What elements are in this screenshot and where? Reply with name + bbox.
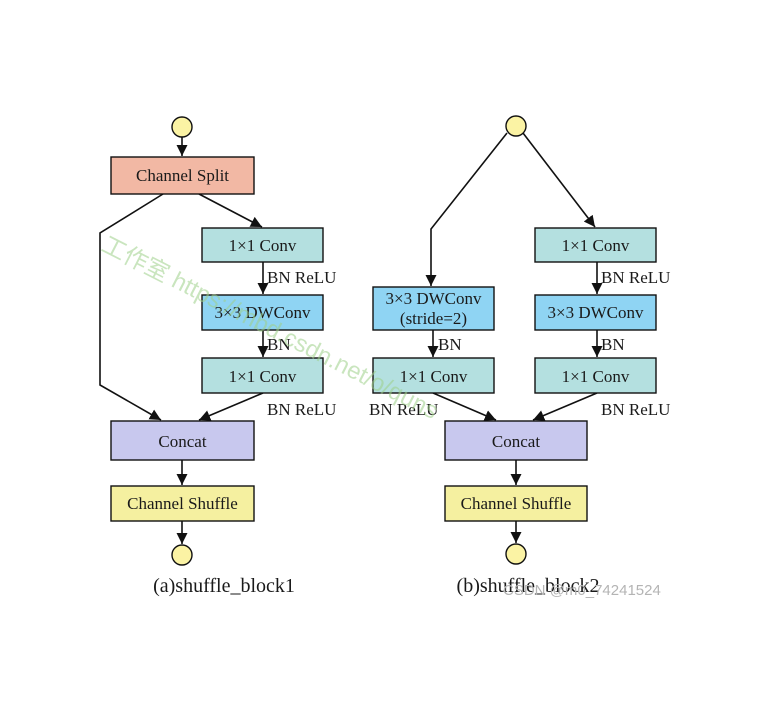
left-input-node xyxy=(171,116,193,138)
right-output-node xyxy=(505,543,527,565)
right-shuffle-label: Channel Shuffle xyxy=(461,494,572,513)
right-bn-relu-a: BN ReLU xyxy=(369,400,438,419)
right-conv2-b-label: 1×1 Conv xyxy=(562,367,630,386)
left-block: Channel Split 1×1 Conv BN ReLU 3×3 DWCon… xyxy=(99,116,336,597)
left-dwconv-label: 3×3 DWConv xyxy=(215,303,311,322)
edge-input-to-conv1-b xyxy=(522,132,596,228)
right-conv-a-box xyxy=(372,357,495,394)
left-conv2-label: 1×1 Conv xyxy=(229,367,297,386)
left-output-node xyxy=(171,544,193,566)
edge-split-to-concat-shortcut xyxy=(99,193,164,421)
left-shuffle-label: Channel Shuffle xyxy=(127,494,238,513)
edge-split-to-conv1 xyxy=(198,193,263,228)
right-concat-label: Concat xyxy=(492,432,540,451)
right-bn-relu-b1: BN ReLU xyxy=(601,268,670,287)
right-dwconv-a-box xyxy=(372,286,495,331)
left-bn-relu-2: BN ReLU xyxy=(267,400,336,419)
right-block: 3×3 DWConv (stride=2) BN 1×1 Conv BN ReL… xyxy=(369,115,670,597)
right-dwconv-a-label-line2: (stride=2) xyxy=(400,309,467,328)
edge-input-to-dwconv-a xyxy=(425,132,508,286)
edge-conv2-b-to-concat xyxy=(532,392,598,421)
left-conv1-label: 1×1 Conv xyxy=(229,236,297,255)
right-conv1-b-box xyxy=(534,227,657,263)
left-conv1-box xyxy=(201,227,324,263)
left-concat-label: Concat xyxy=(158,432,206,451)
left-split-label: Channel Split xyxy=(136,166,229,185)
right-dwconv-a-label-line1: 3×3 DWConv xyxy=(386,289,482,308)
right-dwconv-b-box xyxy=(534,294,657,331)
left-concat-box xyxy=(110,420,255,461)
left-split-box xyxy=(110,156,255,195)
left-dwconv-box xyxy=(201,294,324,331)
left-bn-1: BN xyxy=(267,335,291,354)
left-shuffle-box xyxy=(110,485,255,522)
right-conv1-b-label: 1×1 Conv xyxy=(562,236,630,255)
edge-conv-a-to-concat xyxy=(432,392,497,421)
left-conv2-box xyxy=(201,357,324,394)
right-dwconv-b-label: 3×3 DWConv xyxy=(548,303,644,322)
right-input-node xyxy=(505,115,527,137)
right-conv2-b-box xyxy=(534,357,657,394)
right-bn-a: BN xyxy=(438,335,462,354)
edge-conv2-to-concat xyxy=(198,392,264,421)
right-caption: (b)shuffle_block2 xyxy=(457,575,600,597)
right-conv-a-label: 1×1 Conv xyxy=(400,367,468,386)
right-shuffle-box xyxy=(444,485,588,522)
left-bn-relu-1: BN ReLU xyxy=(267,268,336,287)
right-concat-box xyxy=(444,420,588,461)
corner-watermark: CSDN @m0_74241524 xyxy=(503,582,661,599)
right-bn-relu-b2: BN ReLU xyxy=(601,400,670,419)
right-bn-b: BN xyxy=(601,335,625,354)
left-caption: (a)shuffle_block1 xyxy=(153,575,295,597)
